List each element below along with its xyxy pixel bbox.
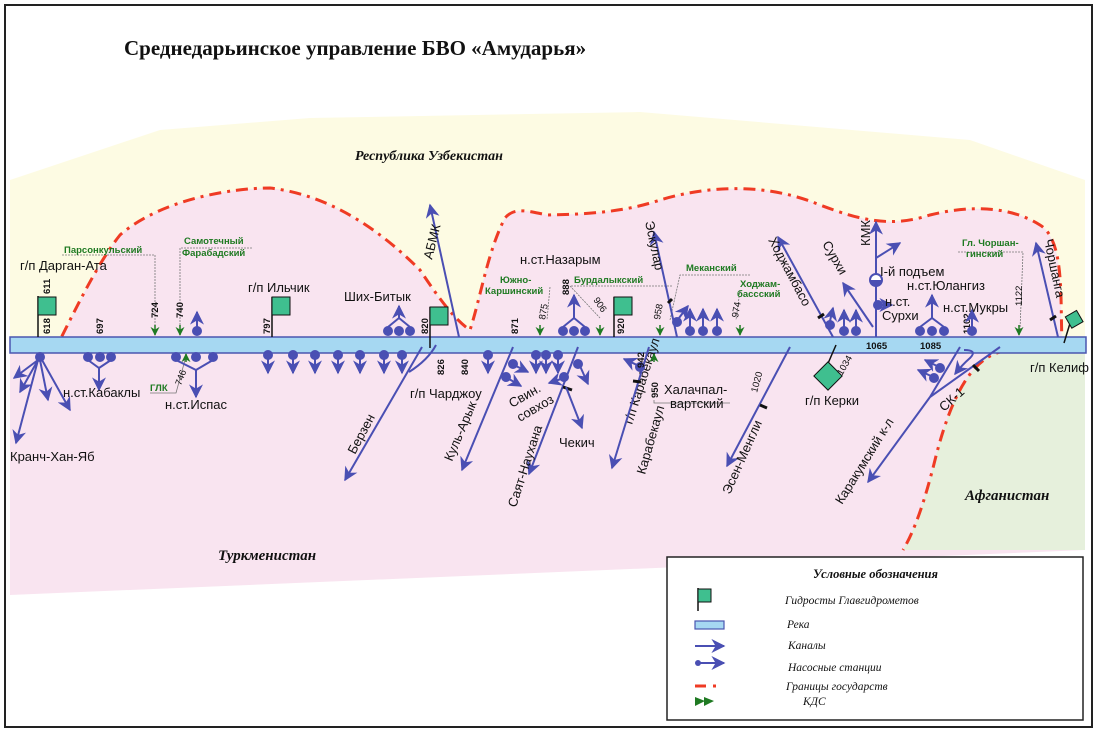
legend: Условные обозначения Гидросты Главгидром…: [666, 556, 1084, 721]
svg-text:Ходжам-: Ходжам-: [740, 279, 780, 290]
gauge-ilchik[interactable]: г/п Ильчик 797: [248, 280, 310, 337]
svg-text:КМК: КМК: [858, 220, 873, 246]
kds-glk[interactable]: ГЛК 746: [150, 353, 191, 394]
legend-item-river: Река: [694, 619, 810, 631]
svg-text:КДС: КДС: [802, 696, 826, 708]
svg-text:Парсонкульский: Парсонкульский: [64, 245, 142, 256]
svg-text:840: 840: [460, 359, 471, 375]
state-border-south: [901, 348, 1063, 551]
page-title: Среднедарьинское управление БВО «Амударь…: [124, 36, 586, 60]
km-942: 942: [636, 352, 647, 368]
svg-text:871: 871: [510, 317, 521, 334]
svg-text:Кранч-Хан-Яб: Кранч-Хан-Яб: [10, 449, 95, 464]
svg-text:Каршинский: Каршинский: [485, 286, 543, 297]
pump-label-nazarym: н.ст.Назарым: [520, 252, 601, 267]
pump-label-surkhi-line1: н.ст.: [885, 294, 910, 309]
legend-item-border: Границы государств: [695, 681, 888, 693]
svg-text:Самотечный: Самотечный: [184, 236, 244, 247]
pump-label-surkhi-line2: Сурхи: [882, 308, 919, 323]
svg-text:г/п Керки: г/п Керки: [805, 393, 859, 408]
svg-text:Южно-: Южно-: [500, 275, 531, 286]
svg-text:697: 697: [95, 318, 106, 334]
gauge-darganata[interactable]: г/п Дарган-Ата 611 618: [20, 258, 108, 337]
kds-icon: [695, 697, 714, 706]
svg-text:1085: 1085: [920, 341, 942, 352]
canal-kmk[interactable]: КМК: [858, 220, 902, 337]
pump-label-mukry: н.ст.Мукры: [943, 300, 1008, 315]
svg-text:гинский: гинский: [966, 249, 1003, 260]
svg-text:958: 958: [652, 303, 666, 321]
kds-parsonkul[interactable]: Парсонкульский 724: [62, 245, 161, 336]
pump-label-ispas: н.ст.Испас: [165, 397, 228, 412]
pump-label-first-lift: I-й подъем: [880, 264, 944, 279]
svg-text:826: 826: [436, 359, 447, 375]
kds-mekan[interactable]: Меканский 958: [652, 263, 750, 336]
north-canals: [190, 293, 979, 336]
svg-text:1020: 1020: [749, 371, 765, 394]
svg-text:Каналы: Каналы: [787, 640, 826, 652]
svg-text:Гидросты Главгидрометов: Гидросты Главгидрометов: [784, 595, 919, 607]
pump-station-icon: [695, 656, 726, 670]
afghanistan-region: [903, 352, 1085, 550]
kds-chorshangi[interactable]: Гл. Чоршан- гинский 1122: [958, 238, 1025, 336]
svg-text:Река: Река: [786, 619, 810, 631]
svg-text:974: 974: [730, 301, 744, 319]
svg-text:820: 820: [420, 318, 431, 334]
country-label-turkmenistan: Туркменистан: [218, 548, 316, 564]
gauge-flag-icon: [697, 588, 712, 611]
svg-text:920: 920: [616, 318, 627, 334]
svg-text:г/п Келиф: г/п Келиф: [1030, 360, 1089, 375]
pump-label-shikhbityk: Ших-Битык: [344, 289, 411, 304]
svg-text:вартский: вартский: [670, 396, 723, 411]
svg-text:797: 797: [262, 318, 273, 334]
svg-text:г/п Чарджоу: г/п Чарджоу: [410, 386, 482, 401]
svg-text:875: 875: [537, 303, 551, 321]
country-label-afghanistan: Афганистан: [964, 488, 1049, 504]
svg-text:1065: 1065: [866, 341, 888, 352]
svg-text:740: 740: [175, 302, 186, 318]
svg-text:Границы государств: Границы государств: [785, 681, 888, 693]
country-label-uzbekistan: Республика Узбекистан: [355, 149, 503, 164]
svg-text:950: 950: [650, 382, 661, 398]
svg-text:1122: 1122: [1014, 286, 1025, 306]
kds-farabad[interactable]: Самотечный Фарабадский 740: [175, 236, 252, 336]
legend-item-gauge: Гидросты Главгидрометов: [697, 588, 919, 611]
legend-title: Условные обозначения: [813, 567, 939, 581]
svg-text:Меканский: Меканский: [686, 263, 737, 274]
kds-khalachpal[interactable]: Халачпал- вартский 950: [649, 353, 730, 411]
svg-text:Бурдалыкский: Бурдалыкский: [574, 275, 643, 286]
canal-kranch[interactable]: Кранч-Хан-Яб: [10, 449, 95, 464]
legend-item-pump: Насосные станции: [695, 656, 882, 674]
pump-label-kabakly: н.ст.Кабаклы: [63, 385, 140, 400]
svg-text:Насосные станции: Насосные станции: [787, 662, 882, 674]
gauge-chardzhou[interactable]: г/п Чарджоу 820 826: [410, 306, 482, 401]
svg-text:1102: 1102: [962, 313, 973, 334]
svg-text:Чекич: Чекич: [559, 435, 595, 450]
gauge-kelif[interactable]: г/п Келиф: [1030, 309, 1089, 375]
kds-yuzhno-karshi[interactable]: Южно- Каршинский 875: [485, 275, 551, 336]
turkmenistan-region: [10, 345, 1085, 595]
kds-khodzhambas[interactable]: Ходжам- бассский 974: [730, 279, 781, 336]
river-icon: [694, 620, 725, 630]
legend-item-canal: Каналы: [695, 639, 826, 653]
svg-text:Гл. Чоршан-: Гл. Чоршан-: [962, 238, 1019, 249]
km-marks: 697 871 840 888 1065 1085 1102 1020: [95, 279, 973, 394]
svg-text:611: 611: [42, 278, 53, 294]
svg-text:Халачпал-: Халачпал-: [664, 382, 727, 397]
svg-text:888: 888: [561, 279, 572, 295]
svg-text:бассский: бассский: [737, 289, 781, 300]
svg-text:746: 746: [173, 368, 189, 387]
svg-text:724: 724: [150, 301, 161, 318]
svg-text:618: 618: [42, 318, 53, 334]
pump-label-yulangiz: н.ст.Юлангиз: [907, 278, 985, 293]
canal-chekich[interactable]: Чекич: [559, 386, 595, 450]
south-canals: [12, 350, 945, 445]
legend-item-kds: КДС: [695, 696, 826, 708]
svg-text:ГЛК: ГЛК: [150, 383, 168, 394]
svg-text:Фарабадский: Фарабадский: [182, 248, 245, 259]
svg-text:г/п Дарган-Ата: г/п Дарган-Ата: [20, 258, 108, 273]
svg-text:г/п Ильчик: г/п Ильчик: [248, 280, 310, 295]
